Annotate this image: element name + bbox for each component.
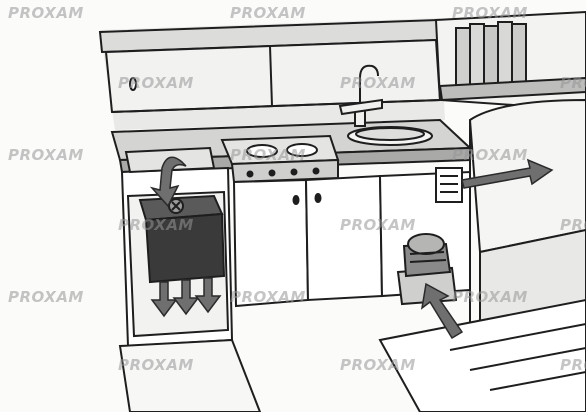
wall-vent-grille [436, 168, 462, 202]
stove-top [222, 136, 338, 182]
bookshelf [436, 12, 586, 110]
heater-unit [140, 196, 224, 282]
sink [348, 127, 432, 145]
upper-cabinet [100, 20, 440, 112]
right-bench [470, 100, 586, 330]
